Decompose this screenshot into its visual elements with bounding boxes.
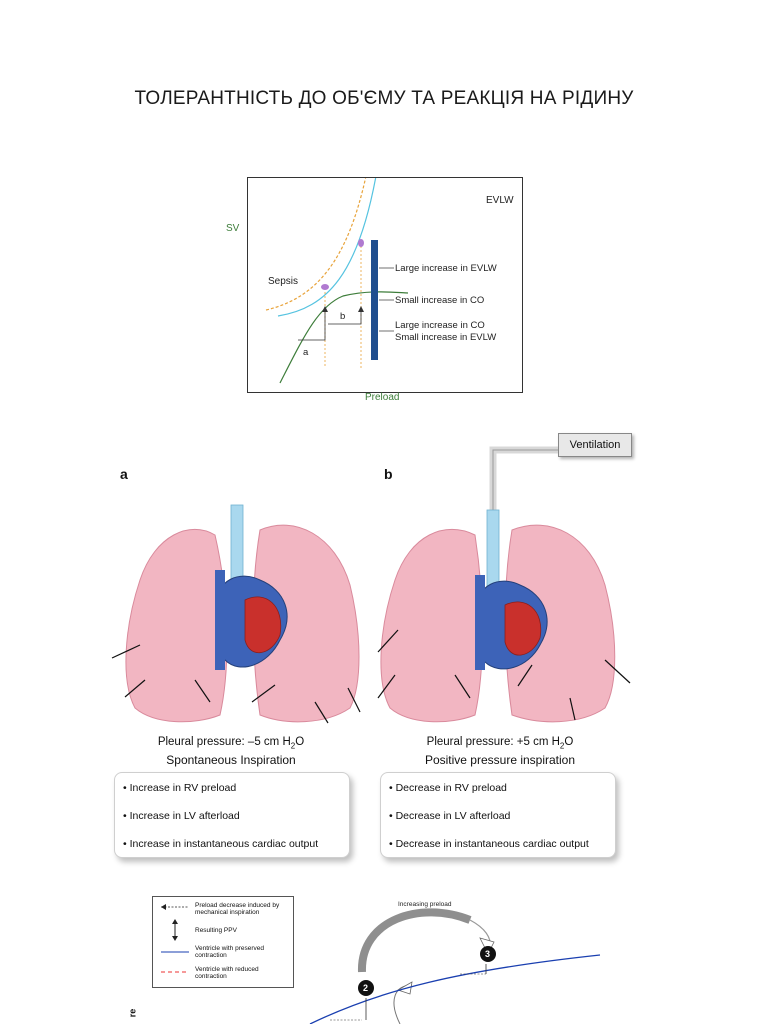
- pleural-pressure-a: Pleural pressure: –5 cm H2O: [157, 736, 305, 751]
- vena-cava-a: [215, 570, 225, 670]
- marker-2: [358, 980, 374, 996]
- effect-a-2: • Increase in LV afterload: [123, 810, 240, 822]
- volume-tolerance-figure: EVLW Sepsis Large increase in EVLW Small…: [247, 177, 523, 393]
- marker-upper: [358, 239, 364, 247]
- vena-cava-b: [475, 575, 485, 670]
- respiration-a: Spontaneous Inspiration: [166, 753, 296, 767]
- label-sepsis: Sepsis: [268, 276, 298, 287]
- green-curve: [279, 291, 409, 384]
- evlw-bar: [371, 240, 378, 360]
- legend-item-4: Ventricle with reduced contraction: [195, 966, 259, 980]
- starling-curve-figure: Increasing preload 3 2: [309, 901, 601, 1024]
- gray-arc-arrow: [357, 908, 472, 973]
- panel-a-label: a: [120, 466, 128, 482]
- lungs-panel-a: [111, 504, 361, 724]
- effect-b-3: • Decrease in instantaneous cardiac outp…: [389, 838, 589, 850]
- left-lung-a: [125, 528, 228, 723]
- lungs-panel-b: [377, 509, 631, 723]
- legend-item-1: Preload decrease induced by mechanical i…: [195, 902, 280, 916]
- axis-label-preload: Preload: [365, 392, 400, 403]
- effect-b-1: • Decrease in RV preload: [389, 782, 507, 794]
- marker-3: [480, 946, 496, 962]
- axis-fragment: re: [127, 1008, 138, 1018]
- cyan-curve: [277, 178, 377, 317]
- label-evlw: EVLW: [486, 195, 514, 206]
- panel-b-label: b: [384, 466, 393, 482]
- label-a: a: [303, 347, 309, 358]
- label-large-co: Large increase in CO: [395, 320, 485, 331]
- orange-dashed-curve: [265, 178, 367, 311]
- marker-lower: [321, 284, 329, 290]
- step-a: [298, 308, 326, 341]
- label-b: b: [340, 311, 345, 322]
- label-small-evlw: Small increase in EVLW: [395, 332, 496, 343]
- legend-item-2: Resulting PPV: [195, 927, 237, 934]
- svg-text:3: 3: [485, 949, 490, 959]
- step-b: [328, 308, 362, 325]
- page-title: ТОЛЕРАНТНІСТЬ ДО ОБ'ЄМУ ТА РЕАКЦІЯ НА РІ…: [134, 88, 634, 109]
- effect-b-2: • Decrease in LV afterload: [389, 810, 511, 822]
- pleural-pressure-b: Pleural pressure: +5 cm H2O: [426, 736, 574, 751]
- effects-box-b: • Decrease in RV preload • Decrease in L…: [380, 772, 616, 858]
- legend-item-3: Ventricle with preserved contraction: [195, 945, 265, 959]
- preserved-contraction-curve: [309, 954, 601, 1024]
- label-small-co: Small increase in CO: [395, 295, 484, 306]
- respiration-b: Positive pressure inspiration: [424, 753, 576, 767]
- label-large-evlw: Large increase in EVLW: [395, 263, 497, 274]
- effect-a-3: • Increase in instantaneous cardiac outp…: [123, 838, 319, 850]
- ventilation-label: Ventilation: [558, 433, 632, 457]
- lungs-illustration: [111, 446, 631, 724]
- svg-text:2: 2: [363, 983, 368, 993]
- effect-a-1: • Increase in RV preload: [123, 782, 237, 794]
- ppv-legend: Preload decrease induced by mechanical i…: [152, 896, 294, 988]
- increasing-preload-label: Increasing preload: [398, 901, 452, 908]
- axis-label-sv: SV: [226, 223, 240, 234]
- effects-box-a: • Increase in RV preload • Increase in L…: [114, 772, 350, 858]
